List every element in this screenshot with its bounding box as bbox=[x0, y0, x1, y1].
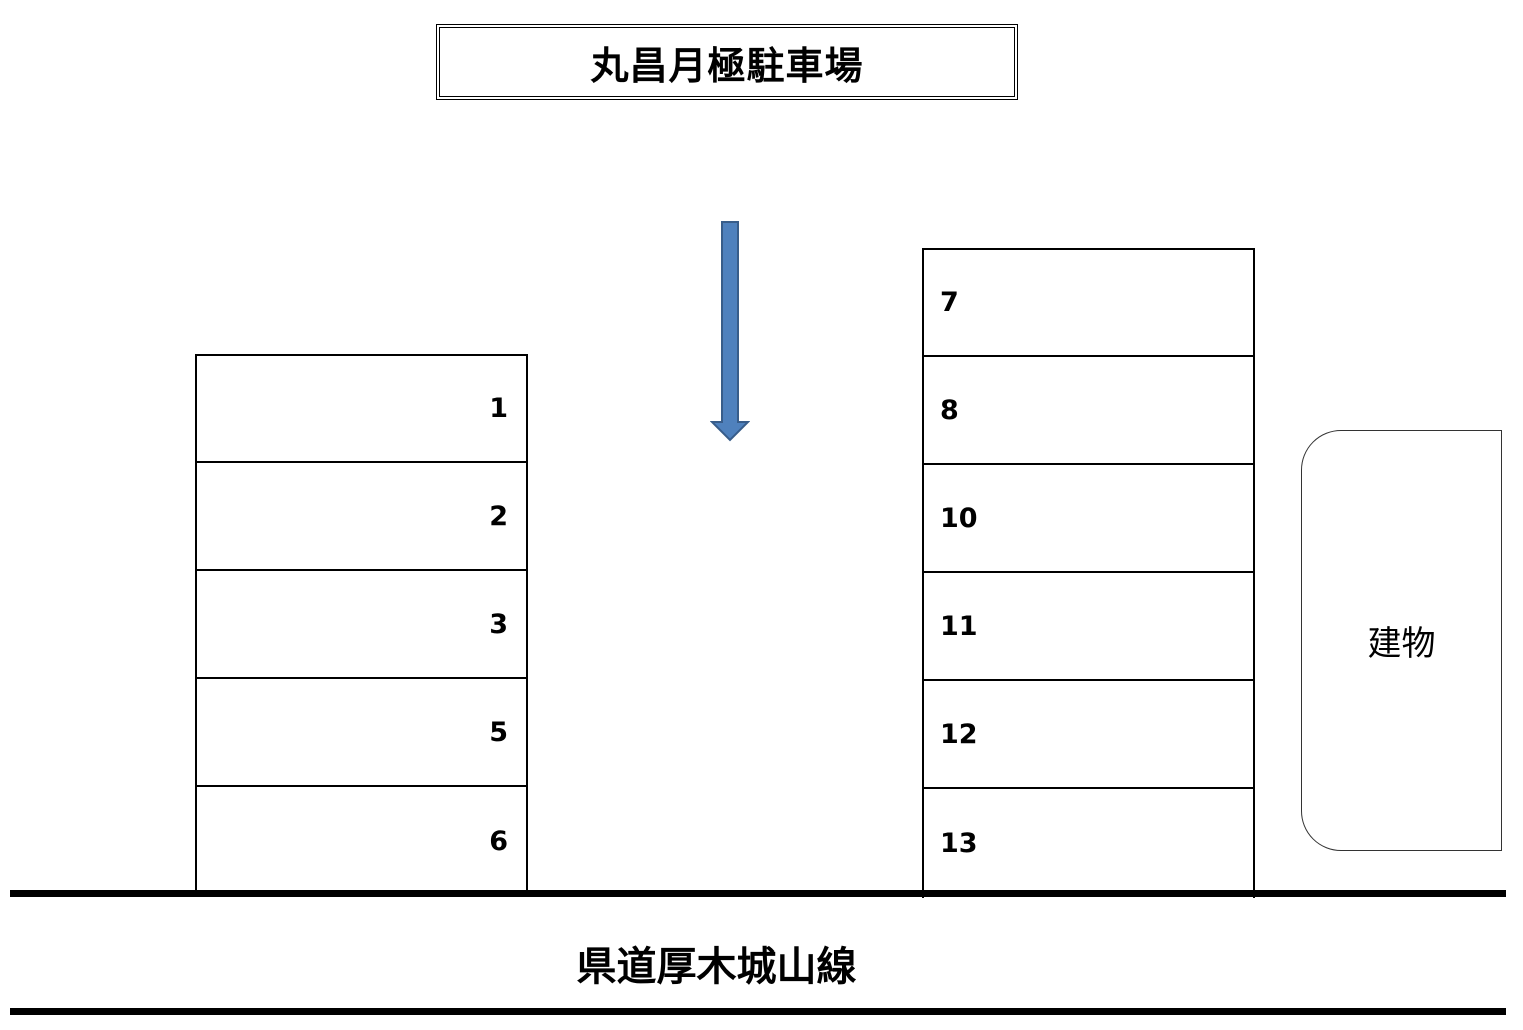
space-number: 5 bbox=[489, 716, 508, 748]
parking-space: 13 bbox=[922, 789, 1255, 898]
parking-column-left: 1 2 3 5 6 bbox=[195, 354, 528, 896]
parking-space: 12 bbox=[922, 681, 1255, 789]
space-number: 6 bbox=[489, 826, 508, 857]
space-number: 2 bbox=[489, 500, 508, 532]
title-text: 丸昌月極駐車場 bbox=[590, 43, 864, 88]
arrow-down-icon bbox=[710, 221, 750, 442]
building-label: 建物 bbox=[1367, 624, 1436, 664]
space-number: 12 bbox=[940, 718, 978, 750]
space-number: 8 bbox=[940, 394, 959, 426]
parking-space: 7 bbox=[922, 248, 1255, 357]
road-edge-bottom bbox=[10, 1008, 1506, 1015]
space-number: 1 bbox=[489, 393, 508, 424]
space-number: 13 bbox=[940, 828, 978, 859]
parking-column-right: 7 8 10 11 12 13 bbox=[922, 248, 1255, 898]
parking-space: 5 bbox=[195, 679, 528, 787]
page-title: 丸昌月極駐車場 bbox=[436, 24, 1018, 100]
parking-space: 11 bbox=[922, 573, 1255, 681]
space-number: 10 bbox=[940, 502, 978, 534]
space-number: 11 bbox=[940, 610, 978, 642]
parking-space: 6 bbox=[195, 787, 528, 896]
parking-space: 1 bbox=[195, 354, 528, 463]
parking-space: 10 bbox=[922, 465, 1255, 573]
parking-space: 8 bbox=[922, 357, 1255, 465]
road-edge-top bbox=[10, 890, 1506, 897]
space-number: 7 bbox=[940, 287, 959, 318]
road-label: 県道厚木城山線 bbox=[576, 944, 857, 990]
parking-space: 2 bbox=[195, 463, 528, 571]
space-number: 3 bbox=[489, 608, 508, 640]
building: 建物 bbox=[1301, 430, 1502, 851]
parking-space: 3 bbox=[195, 571, 528, 679]
